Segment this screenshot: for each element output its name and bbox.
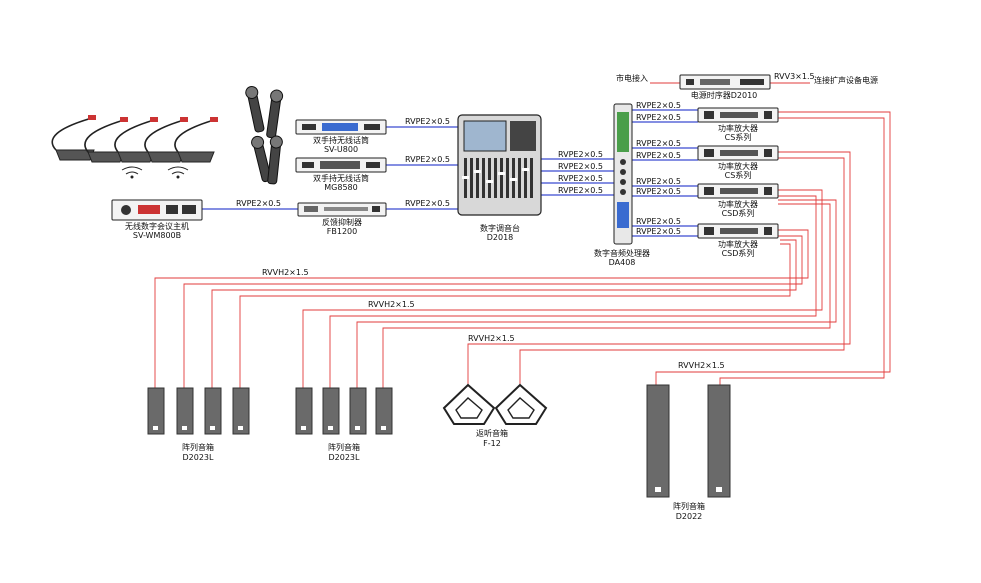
cable-label: RVPE2×0.5 — [636, 177, 681, 186]
feedback-suppressor — [297, 202, 387, 217]
wire-left-array-2 — [183, 235, 803, 388]
speaker-power-label: 连接扩声设备电源 — [814, 75, 878, 85]
array-right-name: 阵列音箱 — [673, 501, 705, 511]
fb-name: 反馈抑制器 — [322, 217, 362, 227]
monitor-name: 返听音箱 — [476, 428, 508, 438]
speaker-wires — [154, 82, 891, 388]
handheld-mic-icon — [266, 89, 284, 139]
wire-left-array-1 — [154, 229, 809, 388]
cable-label: RVVH2×1.5 — [262, 268, 309, 277]
wire-left-array-4 — [239, 243, 791, 388]
handheld-mic-icon — [267, 135, 283, 185]
conference-host — [111, 199, 203, 221]
u800-name: 双手持无线话筒 — [313, 135, 369, 145]
sequencer-label: 电源时序器D2010 — [691, 90, 758, 100]
wire-monitor-2 — [519, 157, 845, 385]
amplifier-3 — [697, 183, 779, 199]
gooseneck-mic-icon — [51, 115, 96, 161]
wire-right-array-1 — [655, 111, 891, 385]
wire-monitor-1 — [467, 151, 851, 385]
amplifier-4 — [697, 223, 779, 239]
cable-label: RVPE2×0.5 — [636, 151, 681, 160]
cable-label: RVPE2×0.5 — [558, 162, 603, 171]
cable-label: RVVH2×1.5 — [468, 334, 515, 343]
amp3-name: 功率放大器 — [718, 199, 758, 209]
cable-label: RVPE2×0.5 — [636, 217, 681, 226]
sequencer-model: D2010 — [731, 91, 758, 100]
cable-label: RVPE2×0.5 — [405, 199, 450, 208]
wire-right-array-2 — [719, 117, 885, 385]
cable-label: RVPE2×0.5 — [636, 139, 681, 148]
cable-label: RVPE2×0.5 — [558, 186, 603, 195]
wire-left-array-3 — [211, 239, 797, 388]
cable-label: RVPE2×0.5 — [558, 174, 603, 183]
amplifier-2 — [697, 145, 779, 161]
cable-label: RVPE2×0.5 — [405, 155, 450, 164]
receiver-mg8580 — [295, 157, 387, 173]
wire-mid-array-1 — [302, 189, 823, 388]
processor-model: DA408 — [609, 258, 636, 267]
amp4-series: CSD系列 — [722, 248, 755, 258]
array-left-model: D2023L — [183, 453, 215, 462]
handheld-microphones — [245, 85, 284, 185]
array-left-name: 阵列音箱 — [182, 442, 214, 452]
wireless-signal-icon — [121, 166, 189, 179]
cable-label: RVVH2×1.5 — [678, 361, 725, 370]
gooseneck-mic-icon — [84, 117, 128, 163]
amp2-series: CS系列 — [725, 170, 752, 180]
host-model: SV-WM800B — [133, 231, 181, 240]
gooseneck-mic-icon — [174, 117, 218, 163]
cable-label: RVPE2×0.5 — [558, 150, 603, 159]
cable-label: RVPE2×0.5 — [236, 199, 281, 208]
cable-label: RVPE2×0.5 — [636, 227, 681, 236]
fb-model: FB1200 — [327, 227, 357, 236]
cable-label: RVV3×1.5 — [774, 72, 815, 81]
monitor-model: F-12 — [483, 439, 501, 448]
gooseneck-mic-icon — [144, 117, 188, 163]
handheld-mic-icon — [251, 135, 272, 183]
power-sequencer — [679, 74, 771, 90]
cable-label: RVPE2×0.5 — [636, 101, 681, 110]
amp1-name: 功率放大器 — [718, 123, 758, 133]
u800-model: SV-U800 — [324, 145, 358, 154]
mixer-model: D2018 — [487, 233, 514, 242]
amp3-series: CSD系列 — [722, 208, 755, 218]
sequencer-name: 电源时序器 — [691, 90, 731, 100]
mains-label: 市电接入 — [616, 73, 648, 83]
cable-label: RVPE2×0.5 — [405, 117, 450, 126]
monitor-speakers — [442, 383, 548, 425]
array-speakers-right — [646, 384, 731, 498]
cable-label: RVVH2×1.5 — [368, 300, 415, 309]
array-speakers-left — [147, 387, 250, 435]
amp4-name: 功率放大器 — [718, 239, 758, 249]
amp1-series: CS系列 — [725, 132, 752, 142]
wire-mid-array-4 — [382, 203, 831, 388]
signal-wires — [202, 109, 698, 237]
array-right-model: D2022 — [676, 512, 703, 521]
array-mid-model: D2023L — [329, 453, 361, 462]
host-name: 无线数字会议主机 — [125, 221, 189, 231]
mg8580-model: MG8580 — [324, 183, 357, 192]
amplifier-1 — [697, 107, 779, 123]
mg8580-name: 双手持无线话筒 — [313, 173, 369, 183]
cable-label: RVPE2×0.5 — [636, 187, 681, 196]
wire-mid-array-3 — [356, 199, 837, 388]
audio-processor — [613, 103, 633, 245]
handheld-mic-icon — [245, 85, 265, 133]
amp2-name: 功率放大器 — [718, 161, 758, 171]
wire-mid-array-2 — [329, 195, 817, 388]
array-mid-name: 阵列音箱 — [328, 442, 360, 452]
gooseneck-mic-icon — [114, 117, 158, 163]
cable-label: RVPE2×0.5 — [636, 113, 681, 122]
mixer-name: 数字调音台 — [480, 223, 520, 233]
cable-labels: RVPE2×0.5 RVPE2×0.5 RVPE2×0.5 RVPE2×0.5 … — [236, 72, 815, 370]
conference-microphones — [51, 115, 218, 179]
array-speakers-middle — [295, 387, 393, 435]
processor-name: 数字音频处理器 — [594, 248, 650, 258]
digital-mixer — [457, 114, 542, 216]
receiver-u800 — [295, 119, 387, 135]
